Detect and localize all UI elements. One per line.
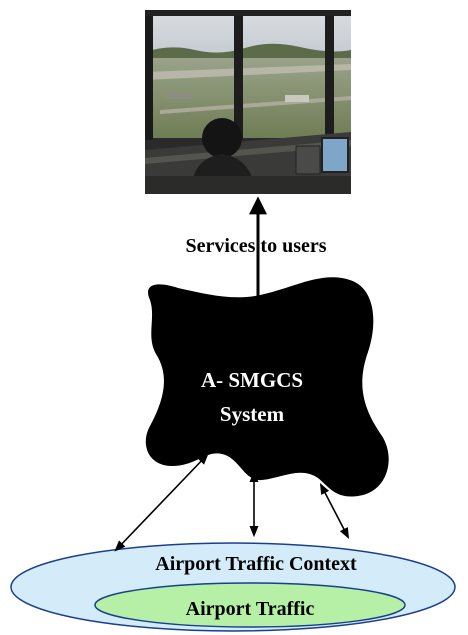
airport-traffic-label: Airport Traffic — [186, 598, 315, 620]
services-label: Services to users — [185, 235, 326, 257]
right-exchange-arrow — [319, 483, 350, 539]
system-label-line1: A- SMGCS — [201, 368, 303, 392]
left-exchange-arrow — [114, 453, 209, 552]
control-tower-photo — [145, 10, 351, 194]
airport-traffic-context-label: Airport Traffic Context — [155, 553, 357, 575]
airport-traffic-ellipse — [94, 582, 406, 628]
system-blob — [145, 277, 389, 497]
system-label-line2: System — [220, 402, 285, 426]
